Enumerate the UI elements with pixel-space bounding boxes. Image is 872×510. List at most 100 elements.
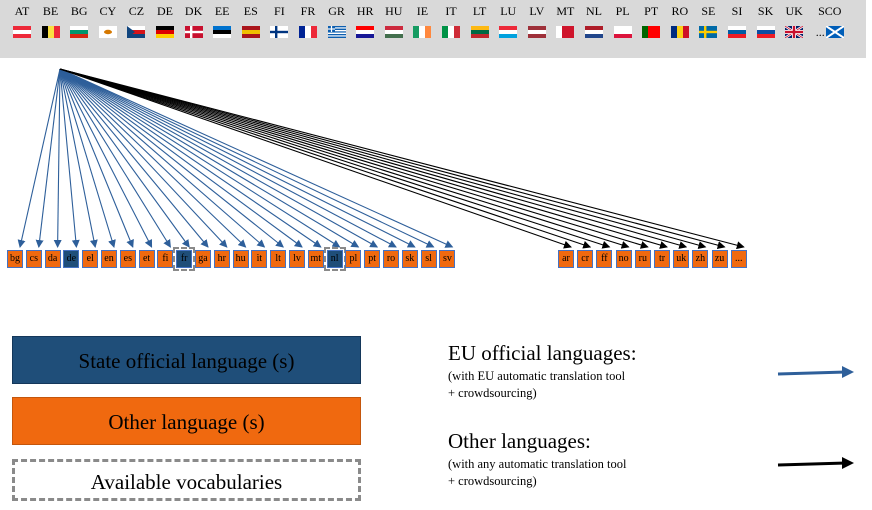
lang-box-da: da — [44, 250, 61, 268]
country-it: IT — [436, 4, 466, 38]
flag-wrapper: ... — [816, 20, 844, 38]
eu-official-title: EU official languages: — [448, 341, 637, 365]
country-nl: NL — [579, 4, 609, 38]
arrow-to-it — [59, 68, 266, 248]
lang-box-ff: ff — [596, 250, 613, 268]
country-code: DE — [157, 4, 173, 18]
flag-dk-icon — [184, 26, 203, 38]
arrow-to-fr — [59, 68, 190, 248]
lang-box-ro: ro — [383, 250, 399, 268]
lang-box-cr: cr — [577, 250, 594, 268]
flag-wrapper — [728, 20, 746, 38]
country-dk: DK — [179, 4, 209, 38]
flag-bg-icon — [70, 26, 89, 38]
flag-lu-icon — [499, 26, 518, 38]
lang-box-es: es — [119, 250, 136, 268]
lang-box-fr: fr — [173, 247, 196, 271]
country-code: GR — [328, 4, 345, 18]
lang-box-sv: sv — [439, 250, 456, 268]
flag-wrapper — [356, 20, 375, 38]
flag-be-icon — [41, 26, 60, 38]
flag-gr-icon — [327, 26, 346, 38]
flag-wrapper — [13, 20, 31, 38]
arrow-to-tr — [59, 68, 668, 249]
lang-box-cs: cs — [25, 250, 42, 268]
lang-box-pt: pt — [364, 250, 381, 268]
flag-se-icon — [699, 26, 718, 38]
flag-sk-icon — [756, 26, 775, 38]
country-code: ES — [243, 4, 258, 18]
arrow-to-ff — [59, 68, 611, 249]
country-lv: LV — [522, 4, 552, 38]
arrow-to-pl — [59, 68, 360, 248]
arrow-to-cr — [59, 68, 592, 249]
arrow-to-sk — [59, 68, 416, 248]
flag-wrapper — [70, 20, 89, 38]
country-at: AT — [7, 4, 37, 38]
flag-wrapper — [470, 20, 489, 38]
country-code: CY — [99, 4, 117, 18]
flag-wrapper — [213, 20, 232, 38]
country-sco: SCO... — [815, 4, 845, 38]
country-bg: BG — [64, 4, 94, 38]
flag-ee-icon — [213, 26, 232, 38]
flag-wrapper — [527, 20, 546, 38]
flag-de-icon — [156, 26, 174, 38]
lang-box-hu: hu — [232, 250, 249, 268]
lang-box-zu: zu — [711, 250, 728, 268]
legend-state-official: State official language (s) — [12, 336, 361, 384]
lang-box-el: el — [82, 250, 99, 268]
lang-box-ga: ga — [195, 250, 211, 268]
flag-lv-icon — [527, 26, 546, 38]
flag-wrapper — [756, 20, 775, 38]
country-ie: IE — [407, 4, 437, 38]
flag-ellipsis: ... — [815, 25, 825, 39]
country-code: UK — [785, 4, 803, 18]
lang-box-more: ... — [730, 250, 747, 268]
arrow-to-lt — [59, 68, 284, 248]
flag-wrapper — [785, 20, 804, 38]
country-code: SE — [701, 4, 716, 18]
country-code: MT — [556, 4, 575, 18]
lang-box-fi: fi — [157, 250, 174, 268]
country-code: NL — [586, 4, 602, 18]
flag-pt-icon — [642, 26, 661, 38]
arrow-to-el — [59, 68, 98, 248]
flag-wrapper — [241, 20, 260, 38]
arrow-to-ru — [59, 68, 649, 249]
arrow-to-da — [53, 68, 62, 248]
flag-ie-icon — [413, 26, 432, 38]
flag-mt-icon — [556, 26, 575, 38]
flag-sco-icon — [825, 26, 844, 38]
arrow-to-hr — [59, 68, 228, 248]
arrow-to-hu — [59, 68, 247, 248]
flag-wrapper — [98, 20, 117, 38]
country-uk: UK — [779, 4, 809, 38]
flag-fi-icon — [270, 26, 289, 38]
country-ro: RO — [665, 4, 695, 38]
country-pt: PT — [636, 4, 666, 38]
flag-wrapper — [613, 20, 632, 38]
flag-nl-icon — [585, 26, 603, 38]
flag-wrapper — [556, 20, 575, 38]
country-hr: HR — [350, 4, 380, 38]
lang-box-en: en — [101, 250, 117, 268]
lang-box-hr: hr — [213, 250, 230, 268]
other-languages-title: Other languages: — [448, 429, 591, 453]
flag-wrapper — [327, 20, 346, 38]
arrow-to-ro — [59, 68, 397, 248]
country-code: BE — [42, 4, 59, 18]
legend-other-language: Other language (s) — [12, 397, 361, 445]
arrow-to-no — [59, 68, 630, 249]
other-languages-note-line2: + crowdsourcing) — [448, 474, 537, 488]
lang-box-lv: lv — [289, 250, 305, 268]
country-code: LV — [529, 4, 545, 18]
country-code: HU — [385, 4, 403, 18]
arrow-to-ga — [59, 68, 209, 248]
arrow-to-bg — [17, 68, 61, 248]
country-mt: MT — [550, 4, 580, 38]
arrow-to-sl — [59, 68, 435, 248]
country-code: AT — [14, 4, 30, 18]
flag-wrapper — [670, 20, 689, 38]
